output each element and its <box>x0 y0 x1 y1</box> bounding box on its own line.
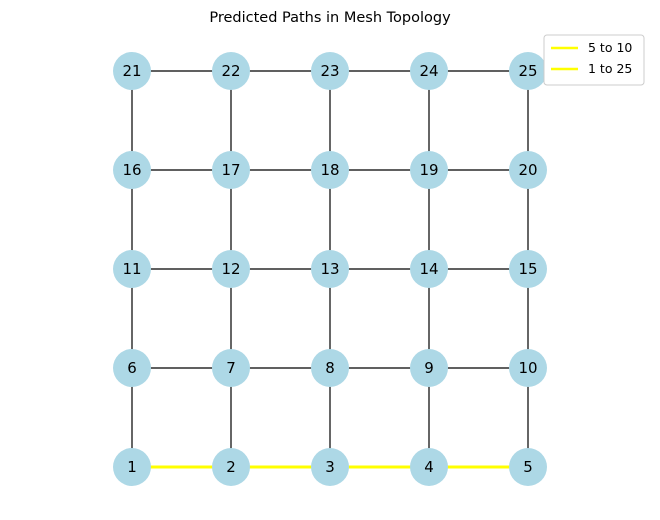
node-8 <box>311 349 349 387</box>
legend: 5 to 10 1 to 25 <box>543 34 645 86</box>
node-12 <box>212 250 250 288</box>
node-label-15: 15 <box>518 260 537 278</box>
node-label-2: 2 <box>226 458 236 476</box>
node-label-25: 25 <box>518 62 537 80</box>
node-label-23: 23 <box>320 62 339 80</box>
node-label-13: 13 <box>320 260 339 278</box>
node-label-1: 1 <box>127 458 137 476</box>
node-label-20: 20 <box>518 161 537 179</box>
node-13 <box>311 250 349 288</box>
node-24 <box>410 52 448 90</box>
node-11 <box>113 250 151 288</box>
node-23 <box>311 52 349 90</box>
node-label-6: 6 <box>127 359 137 377</box>
node-label-24: 24 <box>419 62 438 80</box>
node-label-5: 5 <box>523 458 533 476</box>
node-1 <box>113 448 151 486</box>
node-22 <box>212 52 250 90</box>
node-20 <box>509 151 547 189</box>
node-25 <box>509 52 547 90</box>
node-18 <box>311 151 349 189</box>
legend-label-5-to-10: 5 to 10 <box>588 40 632 55</box>
node-label-19: 19 <box>419 161 438 179</box>
node-label-3: 3 <box>325 458 335 476</box>
node-15 <box>509 250 547 288</box>
node-21 <box>113 52 151 90</box>
node-label-21: 21 <box>122 62 141 80</box>
node-17 <box>212 151 250 189</box>
node-7 <box>212 349 250 387</box>
node-label-8: 8 <box>325 359 335 377</box>
node-label-10: 10 <box>518 359 537 377</box>
node-label-4: 4 <box>424 458 434 476</box>
node-6 <box>113 349 151 387</box>
node-4 <box>410 448 448 486</box>
node-label-7: 7 <box>226 359 236 377</box>
node-9 <box>410 349 448 387</box>
node-2 <box>212 448 250 486</box>
node-label-14: 14 <box>419 260 438 278</box>
node-3 <box>311 448 349 486</box>
node-label-18: 18 <box>320 161 339 179</box>
node-label-22: 22 <box>221 62 240 80</box>
node-19 <box>410 151 448 189</box>
node-label-11: 11 <box>122 260 141 278</box>
node-14 <box>410 250 448 288</box>
node-10 <box>509 349 547 387</box>
node-16 <box>113 151 151 189</box>
node-label-12: 12 <box>221 260 240 278</box>
node-5 <box>509 448 547 486</box>
legend-label-1-to-25: 1 to 25 <box>588 61 632 76</box>
node-label-9: 9 <box>424 359 434 377</box>
node-label-17: 17 <box>221 161 240 179</box>
diagram-title: Predicted Paths in Mesh Topology <box>209 10 451 26</box>
node-label-16: 16 <box>122 161 141 179</box>
